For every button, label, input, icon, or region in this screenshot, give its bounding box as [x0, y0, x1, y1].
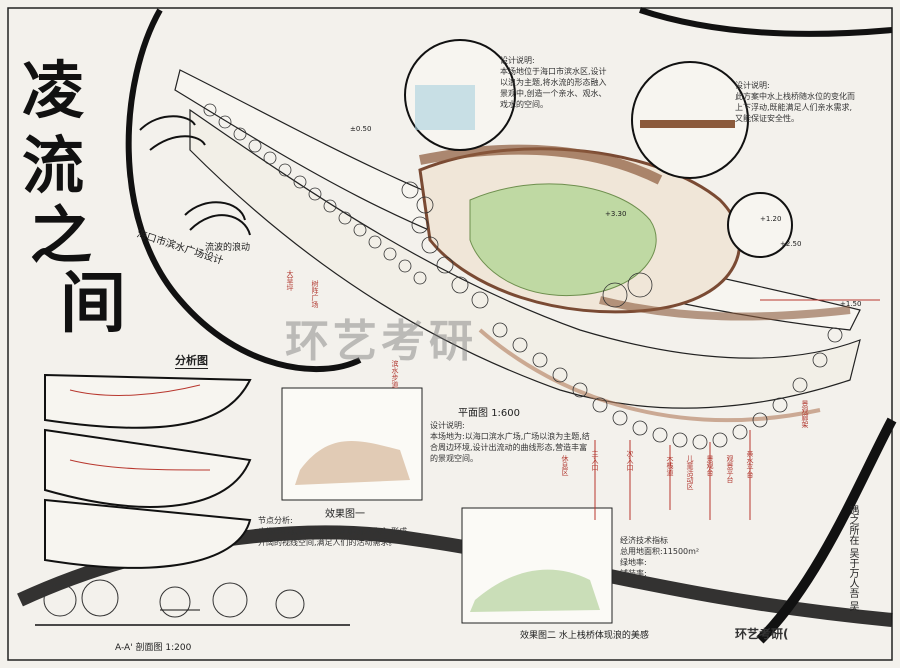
plan-label-7: 树阵广场 — [311, 280, 319, 308]
plan-label-6: 大草坪 — [286, 270, 294, 291]
outer-frame — [7, 7, 893, 661]
effect1-sketch — [295, 441, 410, 485]
title-char-1: 凌 — [22, 54, 85, 127]
plan-label-2: 次入口 — [626, 450, 634, 471]
analysis-diagrams — [44, 373, 252, 569]
plan-label-8: 滨水步道 — [391, 360, 399, 388]
effect2-title-text: 效果图二 — [520, 631, 557, 641]
section-scale: 1:200 — [165, 643, 192, 653]
title-char-2: 流 — [22, 129, 85, 202]
wood-deck-east — [599, 296, 851, 321]
paving-band — [478, 328, 821, 422]
legend-title: 经济技术指标 — [620, 536, 668, 545]
effect2-caption: 水上栈桥体现浪的美感 — [558, 631, 649, 641]
title-char-3: 之 — [30, 199, 93, 272]
detail-bubble-3 — [727, 192, 793, 258]
effect1-title: 效果图一 — [325, 509, 365, 520]
analysis-title: 分析图 — [175, 354, 208, 369]
legend-item-1: 总用地面积:11500m² — [620, 547, 700, 556]
legend-box: 经济技术指标 总用地面积:11500m² 绿地率: 铺装率: — [620, 535, 750, 579]
logo-text: 环艺考研( — [735, 627, 789, 641]
plan-title-text: 平面图 — [458, 408, 488, 419]
central-lawn — [469, 183, 657, 297]
plan-label-5: 亲水平台 — [746, 450, 754, 478]
tree-symbols — [203, 103, 843, 450]
author-text: 遇之所在 吴于万人吾 吴 — [847, 505, 858, 612]
plan-label-4: 景观台 — [706, 455, 714, 476]
flow-analysis-icon — [139, 115, 251, 236]
plan-label-9: 景观廊架 — [801, 400, 809, 428]
section-title: A-A' 剖面图 1:200 — [115, 640, 191, 653]
elevation-mark-2: +3.30 — [605, 210, 627, 218]
elevation-mark-4: +1.20 — [760, 215, 782, 223]
flow-swoosh-left — [125, 8, 362, 373]
design-note-2: 设计说明: 此方案中水上栈桥随水位的变化而上下浮动,既能满足人们亲水需求,又能保… — [735, 81, 855, 123]
plan-title: 平面图 1:600 — [458, 404, 520, 419]
elevation-mark-3: +2.50 — [780, 240, 802, 248]
flow-swoosh-right — [756, 417, 897, 644]
wood-boardwalk — [419, 144, 663, 185]
design-note-3: 设计说明: 本场地为:以海口滨水广场,广场以浪为主题,结合周边环境,设计出流动的… — [430, 421, 590, 463]
effect2-sketch — [470, 569, 600, 612]
plan-label-12: 观景平台 — [726, 455, 734, 483]
plan-label-11: 儿童活动区 — [686, 455, 694, 490]
detail-water-1 — [415, 85, 475, 130]
plan-label-1: 主入口 — [591, 450, 599, 471]
title-char-4: 间 — [60, 264, 126, 342]
effect2-title: 效果图二 水上栈桥体现浪的美感 — [520, 628, 649, 641]
design-note-1: 设计说明: 本场地位于海口市滨水区,设计以浪为主题,将水流的形态融入景观中,创造… — [500, 56, 607, 109]
detail-deck-2 — [640, 120, 735, 128]
plan-scale: 1:600 — [491, 408, 521, 419]
section-elevation — [35, 579, 350, 626]
elevation-mark-5: +1.50 — [840, 300, 862, 308]
flow-swoosh-top — [639, 7, 893, 37]
section-title-text: A-A' 剖面图 — [115, 643, 163, 653]
plan-strip-1 — [174, 69, 861, 331]
elevation-mark-1: ±0.50 — [350, 125, 372, 133]
watermark-text: 环艺考研 — [285, 316, 477, 367]
plan-label-10: 休息区 — [561, 455, 569, 476]
flow-caption: 流波的浪动 — [205, 243, 251, 253]
legend-item-3: 铺装率: — [620, 569, 647, 578]
plan-strip-2 — [189, 108, 861, 409]
site-plan — [174, 69, 861, 422]
plan-label-3: 木栈道 — [666, 455, 674, 476]
design-note-4: 节点分析: 广场中心设置大草坪,以种植乔木为主,形成开阔的视线空间,满足人们的活… — [258, 516, 408, 547]
red-leader-lines — [594, 299, 880, 520]
legend-item-2: 绿地率: — [620, 558, 647, 567]
